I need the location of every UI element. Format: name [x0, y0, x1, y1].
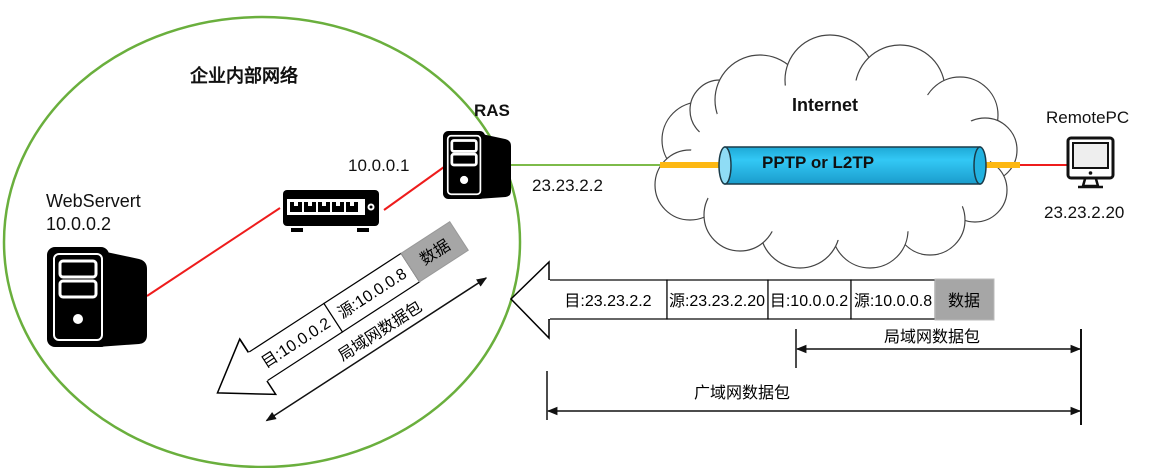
wan-span-label: 广域网数据包 [694, 384, 790, 402]
webserver-name: WebServert [46, 191, 141, 211]
lan-packet-cell-data [400, 221, 469, 283]
wan-packet-cell-1 [666, 279, 769, 320]
wan-packet-text-2: 目:10.0.0.2 [770, 293, 848, 310]
wan-packet-text-3: 源:10.0.0.8 [854, 292, 932, 310]
remotepc-name: RemotePC [1046, 108, 1130, 127]
network-switch-icon [283, 190, 379, 232]
wan-packet-cell-3 [850, 279, 936, 320]
desktop-monitor-icon [1066, 136, 1115, 189]
remotepc-ip: 23.23.2.20 [1044, 203, 1125, 222]
ras-tower-icon [443, 131, 511, 199]
wan-packet-cell-2 [767, 279, 852, 320]
webserver-tower-icon [47, 247, 147, 347]
webserver-ip: 10.0.0.2 [46, 214, 112, 234]
ras-wan-ip: 23.23.2.2 [532, 176, 603, 195]
wan-packet-cell-0 [548, 279, 668, 320]
wan-lan-span-label: 局域网数据包 [884, 328, 980, 346]
enterprise-network-boundary [2, 15, 522, 468]
wan-packet-arrow: 目:23.23.2.2 源:23.23.2.20 目:10.0.0.2 源:10… [509, 260, 1082, 425]
tunnel-label: PPTP or L2TP [762, 153, 875, 172]
wan-packet-text-4: 数据 [948, 292, 980, 310]
lan-span-arrow [265, 277, 488, 422]
wan-packet-text-1: 源:23.23.2.20 [669, 292, 765, 310]
internet-label: Internet [792, 95, 859, 115]
vpn-tunnel [718, 146, 987, 185]
lan-link-webserver-switch [146, 207, 281, 297]
wan-packet-text-0: 目:23.23.2.2 [564, 293, 651, 310]
ras-name: RAS [474, 101, 510, 120]
lan-link-switch-ras [383, 166, 445, 211]
ras-lan-ip: 10.0.0.1 [348, 156, 410, 175]
enterprise-network-title: 企业内部网络 [190, 66, 298, 87]
wan-packet-cell-4 [934, 278, 995, 321]
